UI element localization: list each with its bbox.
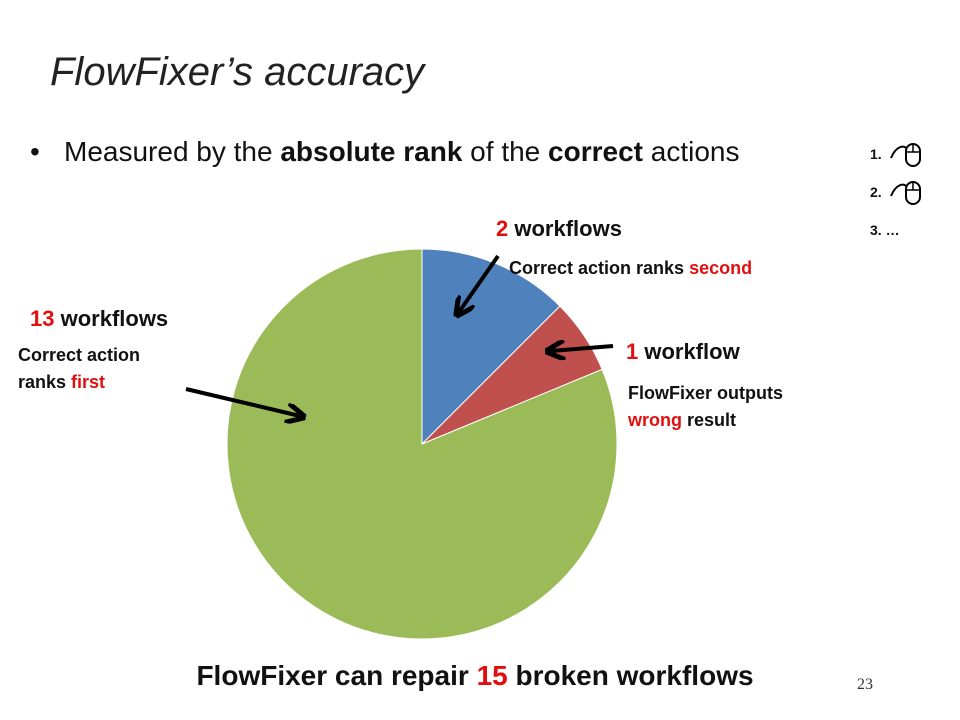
mouse-cursor-icon [889, 143, 921, 167]
footer-statement: FlowFixer can repair 15 broken workflows [196, 660, 754, 691]
bullet-text-3: of the [462, 136, 549, 167]
bullet-text-bold-correct: correct [548, 136, 643, 167]
rank-list-item: 3. … [870, 222, 924, 260]
pie-slices [226, 248, 618, 640]
label-first-count: 13 workflows [30, 306, 169, 331]
page-number: 23 [857, 676, 873, 693]
label-second-count: 2 workflows [496, 216, 622, 241]
bullet-text-5: actions [642, 136, 740, 167]
arrow-first-slice [185, 387, 300, 416]
rank-list: 1. 2. 3. … [870, 143, 924, 260]
arrow-wrong-slice [551, 346, 614, 351]
pie-slice-first [226, 248, 618, 640]
rank-label: 3. … [870, 222, 900, 238]
slide-title: FlowFixer’s accuracy [50, 50, 425, 94]
arrow-second-slice [459, 254, 500, 312]
label-second-desc: Correct action ranks second [509, 258, 753, 278]
bullet-text-1: Measured by the [64, 136, 281, 167]
bullet-dot: • [30, 136, 40, 167]
rank-list-item: 2. [870, 181, 924, 222]
label-wrong-count: 1 workflow [626, 339, 740, 364]
mouse-cursor-icon [889, 181, 921, 205]
rank-label: 1. [870, 146, 882, 162]
rank-list-item: 1. [870, 143, 924, 184]
rank-label: 2. [870, 184, 882, 200]
bullet-text-bold-rank: absolute rank [280, 136, 463, 167]
bullet-point: • Measured by the absolute rank of the co… [30, 136, 739, 168]
